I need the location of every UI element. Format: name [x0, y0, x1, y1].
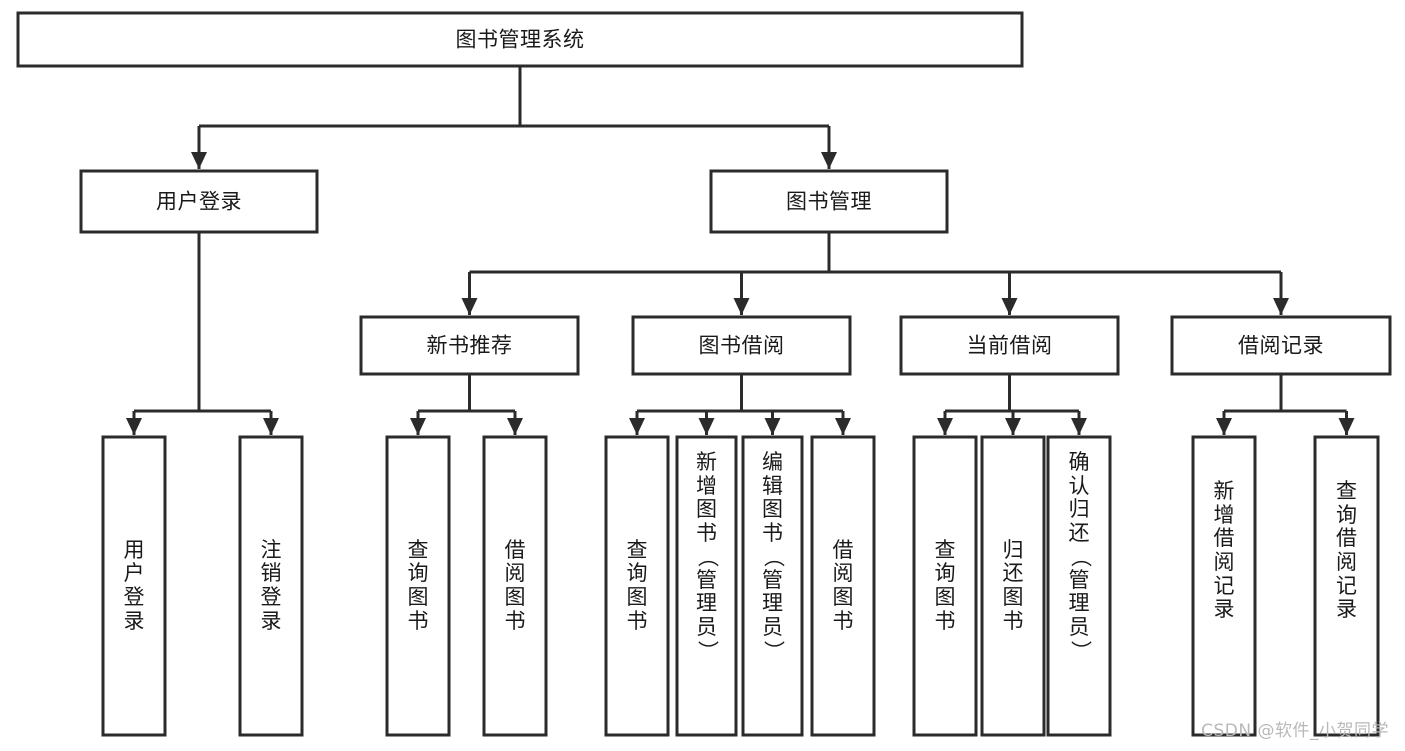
arrow-to-leaf-borrow-book — [835, 418, 851, 435]
leaf-box-leaf-query-book-recommend — [385, 435, 451, 737]
arrow-to-leaf-add-book-admin — [698, 418, 715, 435]
node-box-current-borrow — [899, 315, 1120, 376]
node-box-book-borrow — [631, 315, 852, 376]
arrow-to-leaf-query-book-recommend — [410, 418, 426, 435]
arrow-to-leaf-confirm-return-admin — [1071, 418, 1087, 435]
arrow-to-user-login — [191, 152, 207, 169]
arrow-to-leaf-query-book-current — [937, 418, 953, 435]
node-label-book-borrow: 图书借阅 — [699, 334, 785, 358]
arrow-to-book-manage — [821, 152, 837, 169]
leaf-box-leaf-borrow-book-recommend — [482, 435, 548, 737]
arrow-to-current-borrow — [1001, 298, 1018, 315]
arrow-to-leaf-edit-book-admin — [764, 418, 781, 435]
node-box-book-manage — [709, 169, 949, 234]
leaf-box-leaf-user-login — [101, 435, 167, 737]
arrow-to-leaf-borrow-book-recommend — [507, 418, 523, 435]
connector-lines — [126, 66, 1355, 435]
leaf-box-leaf-add-borrow-record — [1191, 435, 1257, 737]
node-boxes — [16, 11, 1392, 737]
arrow-to-leaf-query-book-borrow — [629, 418, 645, 435]
arrow-to-book-borrow — [733, 298, 750, 315]
node-box-root — [16, 11, 1024, 68]
leaf-box-leaf-confirm-return-admin — [1046, 435, 1112, 737]
node-box-user-login — [79, 169, 319, 234]
node-label-current-borrow: 当前借阅 — [967, 334, 1053, 358]
arrow-to-new-book-recommend — [461, 298, 478, 315]
leaf-box-leaf-return-book — [980, 435, 1046, 737]
leaf-box-leaf-edit-book-admin — [741, 435, 804, 737]
leaf-box-leaf-user-logout — [238, 435, 304, 737]
leaf-box-leaf-borrow-book — [810, 435, 876, 737]
node-label-root: 图书管理系统 — [456, 28, 585, 52]
leaf-box-leaf-query-book-borrow — [604, 435, 670, 737]
arrow-to-leaf-user-logout — [263, 418, 279, 435]
node-label-book-manage: 图书管理 — [786, 190, 872, 214]
node-box-borrow-record — [1170, 315, 1392, 376]
arrow-to-leaf-add-borrow-record — [1216, 418, 1232, 435]
arrow-to-borrow-record — [1273, 298, 1289, 315]
node-label-new-book-recommend: 新书推荐 — [427, 334, 513, 358]
node-box-new-book-recommend — [359, 315, 580, 376]
node-label-user-login: 用户登录 — [156, 190, 242, 214]
arrow-to-leaf-return-book — [1005, 418, 1021, 435]
arrow-to-leaf-user-login — [126, 418, 142, 435]
leaf-box-leaf-add-book-admin — [675, 435, 738, 737]
arrow-to-leaf-query-borrow-record — [1338, 418, 1355, 435]
node-label-borrow-record: 借阅记录 — [1238, 334, 1324, 358]
leaf-box-leaf-query-book-current — [912, 435, 978, 737]
leaf-box-leaf-query-borrow-record — [1313, 435, 1380, 737]
